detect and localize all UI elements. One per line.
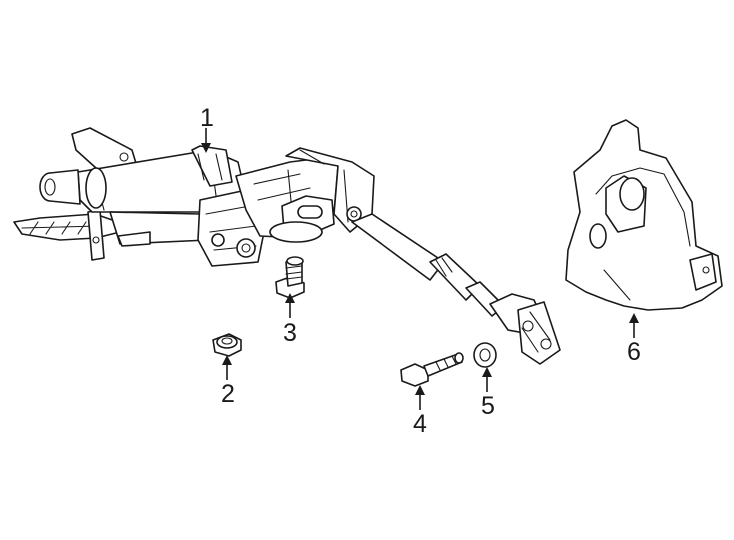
nut-part-2 [212, 333, 242, 357]
callout-1: 1 [200, 104, 214, 132]
stud-bolt-part-3 [275, 256, 305, 299]
callout-2: 2 [221, 380, 235, 408]
bolt-part-4 [400, 352, 464, 387]
callout-5: 5 [481, 392, 495, 420]
callout-4: 4 [413, 410, 427, 438]
washer-part-5 [473, 342, 497, 368]
callout-arrows [201, 128, 639, 410]
callout-3: 3 [283, 319, 297, 347]
column-cover-part-6 [565, 119, 723, 311]
steering-column-assembly [13, 127, 561, 365]
callout-6: 6 [627, 338, 641, 366]
